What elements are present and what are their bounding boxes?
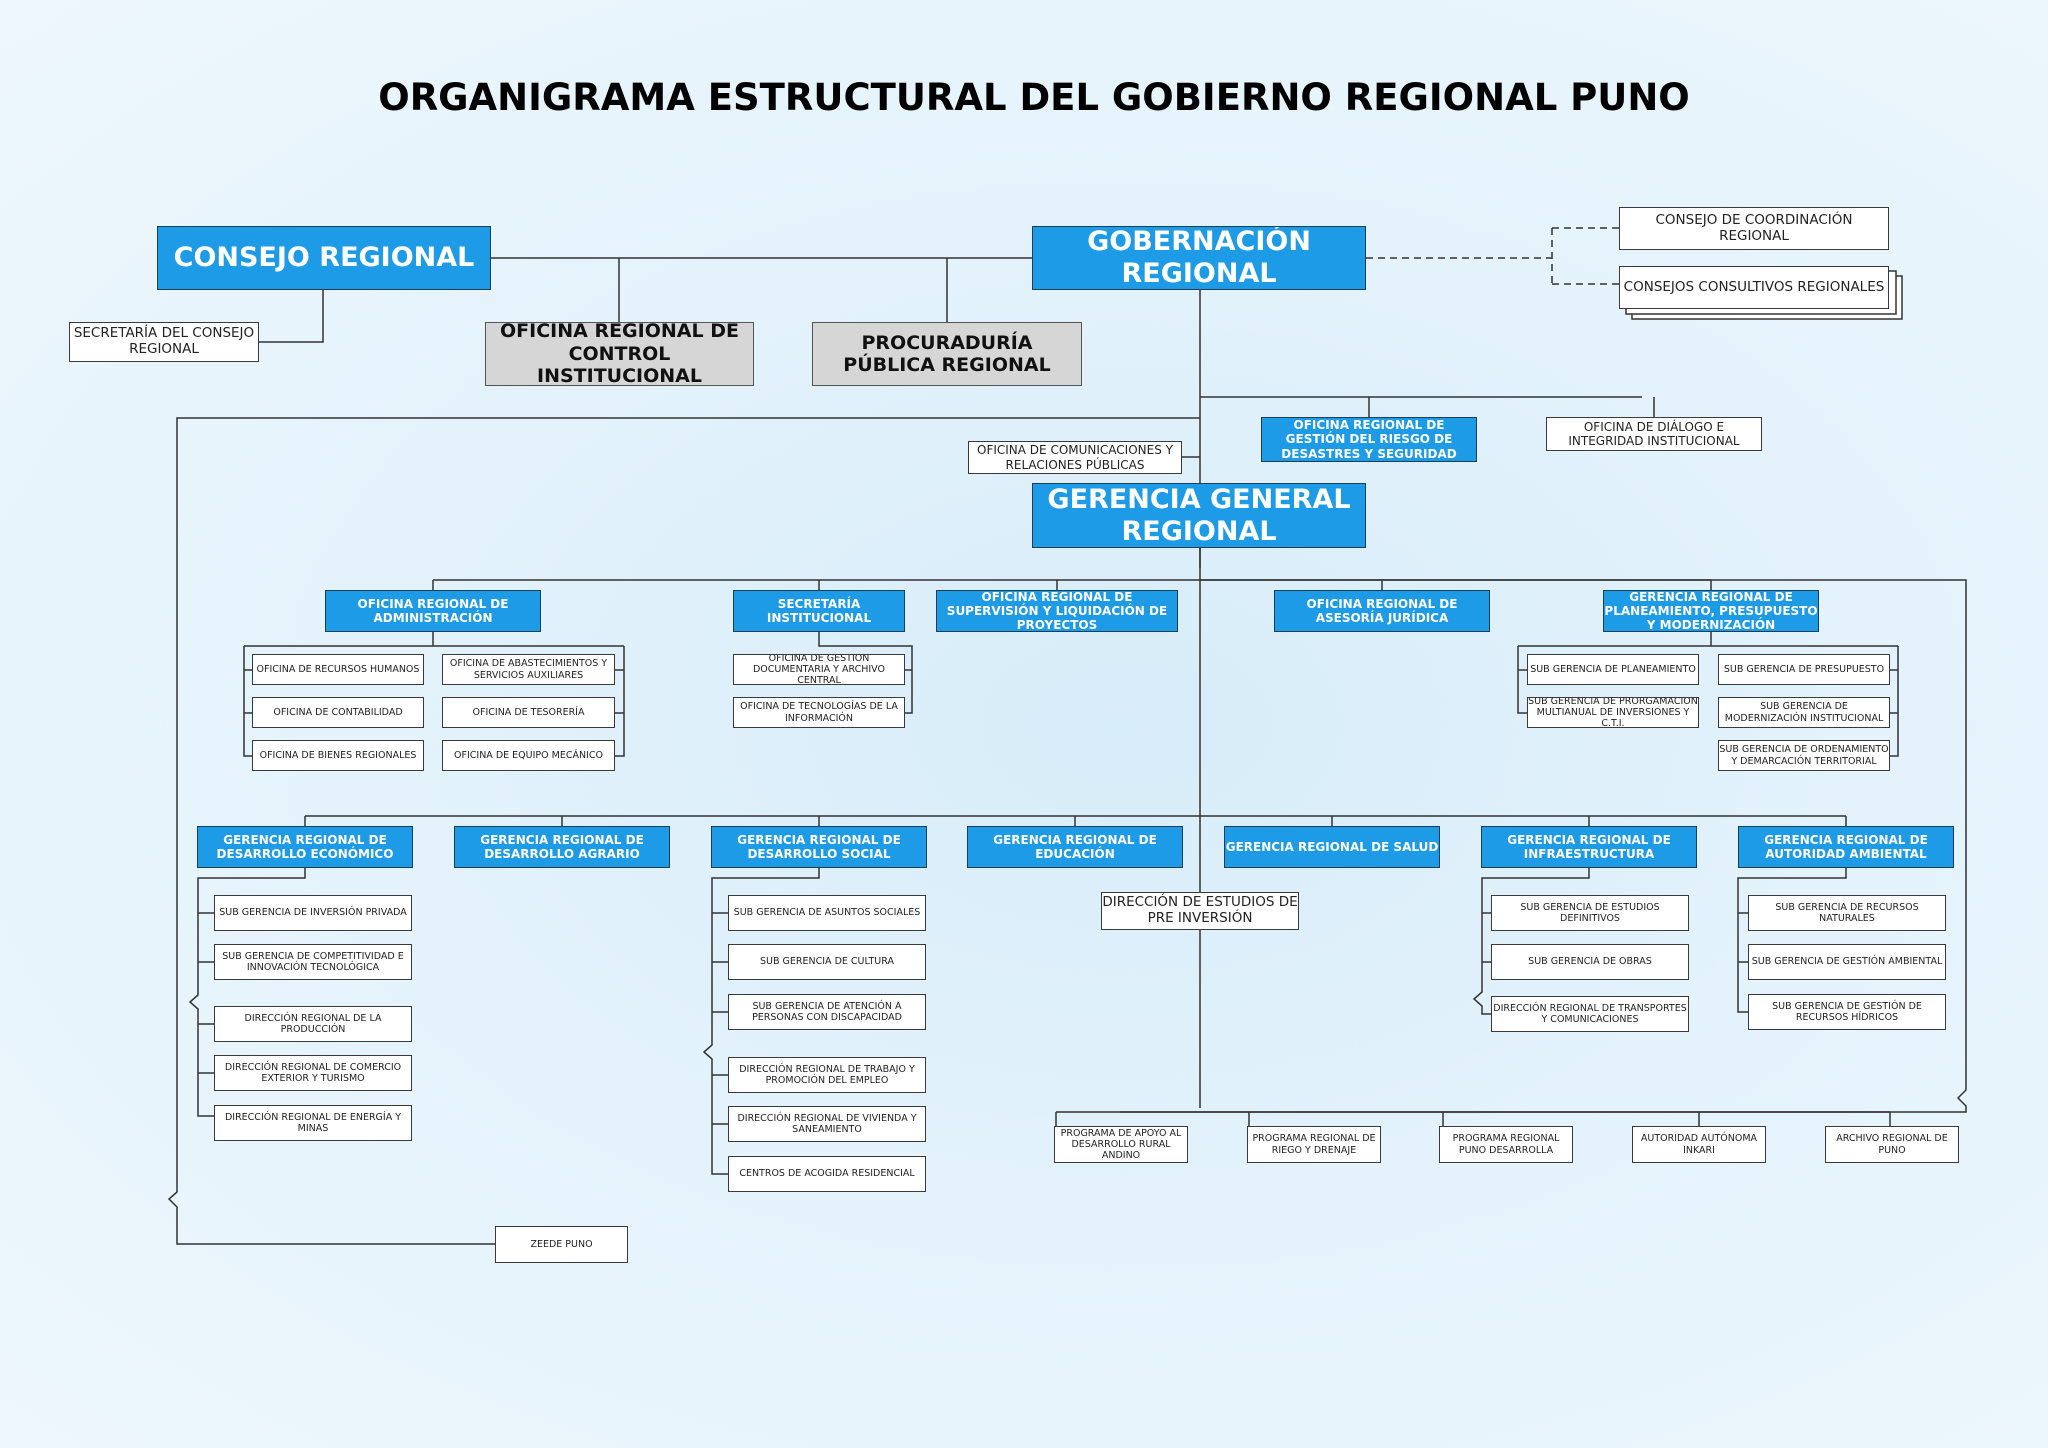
discapacidad-box: SUB GERENCIA DE ATENCIÓN A PERSONAS CON … <box>728 994 926 1030</box>
gestion-ambiental-box: SUB GERENCIA DE GESTIÓN AMBIENTAL <box>1748 944 1946 980</box>
programa-puno-desarrolla-box: PROGRAMA REGIONAL PUNO DESARROLLA <box>1439 1126 1573 1163</box>
planeamiento-box: GERENCIA REGIONAL DE PLANEAMIENTO, PRESU… <box>1603 590 1819 632</box>
tecnologias-informacion-box: OFICINA DE TECNOLOGÍAS DE LA INFORMACIÓN <box>733 697 905 728</box>
archivo-regional-box: ARCHIVO REGIONAL DE PUNO <box>1825 1126 1959 1163</box>
recursos-hidricos-box: SUB GERENCIA DE GESTIÓN DE RECURSOS HÍDR… <box>1748 994 1946 1030</box>
energia-minas-box: DIRECCIÓN REGIONAL DE ENERGÍA Y MINAS <box>214 1105 412 1141</box>
administracion-box: OFICINA REGIONAL DE ADMINISTRACIÓN <box>325 590 541 632</box>
gobernacion-regional-box: GOBERNACIÓN REGIONAL <box>1032 226 1366 290</box>
gerencia-desarrollo-economico: GERENCIA REGIONAL DE DESARROLLO ECONÓMIC… <box>197 826 413 868</box>
secretaria-institucional-box: SECRETARÍA INSTITUCIONAL <box>733 590 905 632</box>
contabilidad-box: OFICINA DE CONTABILIDAD <box>252 697 424 728</box>
transportes-box: DIRECCIÓN REGIONAL DE TRANSPORTES Y COMU… <box>1491 996 1689 1032</box>
bienes-regionales-box: OFICINA DE BIENES REGIONALES <box>252 740 424 771</box>
page-title: ORGANIGRAMA ESTRUCTURAL DEL GOBIERNO REG… <box>378 76 1690 119</box>
cultura-box: SUB GERENCIA DE CULTURA <box>728 944 926 980</box>
asuntos-sociales-box: SUB GERENCIA DE ASUNTOS SOCIALES <box>728 895 926 931</box>
asesoria-juridica-box: OFICINA REGIONAL DE ASESORÍA JURÍDICA <box>1274 590 1490 632</box>
comercio-exterior-box: DIRECCIÓN REGIONAL DE COMERCIO EXTERIOR … <box>214 1055 412 1091</box>
consejos-consultivos-box: CONSEJOS CONSULTIVOS REGIONALES <box>1619 266 1889 309</box>
recursos-humanos-box: OFICINA DE RECURSOS HUMANOS <box>252 654 424 685</box>
trabajo-empleo-box: DIRECCIÓN REGIONAL DE TRABAJO Y PROMOCIÓ… <box>728 1057 926 1093</box>
zeede-puno-box: ZEEDE PUNO <box>495 1226 628 1263</box>
preinversion-box: DIRECCIÓN DE ESTUDIOS DE PRE INVERSIÓN <box>1101 892 1299 930</box>
consejo-regional-box: CONSEJO REGIONAL <box>157 226 491 290</box>
autoridad-inkari-box: AUTORIDAD AUTÓNOMA INKARI <box>1632 1126 1766 1163</box>
supervision-box: OFICINA REGIONAL DE SUPERVISIÓN Y LIQUID… <box>936 590 1178 632</box>
comunicaciones-box: OFICINA DE COMUNICACIONES Y RELACIONES P… <box>968 441 1182 474</box>
tesoreria-box: OFICINA DE TESORERÍA <box>442 697 615 728</box>
riesgo-desastres-box: OFICINA REGIONAL DE GESTIÓN DEL RIESGO D… <box>1261 417 1477 462</box>
equipo-mecanico-box: OFICINA DE EQUIPO MECÁNICO <box>442 740 615 771</box>
gerencia-infraestructura: GERENCIA REGIONAL DE INFRAESTRUCTURA <box>1481 826 1697 868</box>
competitividad-box: SUB GERENCIA DE COMPETITIVIDAD E INNOVAC… <box>214 944 412 980</box>
sub-programacion-box: SUB GERENCIA DE PRORGAMACIÓN MULTIANUAL … <box>1527 697 1699 728</box>
abastecimientos-box: OFICINA DE ABASTECIMIENTOS Y SERVICIOS A… <box>442 654 615 685</box>
gestion-documentaria-box: OFICINA DE GESTIÓN DOCUMENTARIA Y ARCHIV… <box>733 654 905 685</box>
procuraduria-box: PROCURADURÍA PÚBLICA REGIONAL <box>812 322 1082 386</box>
consejo-coordinacion-box: CONSEJO DE COORDINACIÓN REGIONAL <box>1619 207 1889 250</box>
gerencia-general-box: GERENCIA GENERAL REGIONAL <box>1032 483 1366 548</box>
sub-presupuesto-box: SUB GERENCIA DE PRESUPUESTO <box>1718 654 1890 685</box>
gerencia-desarrollo-agrario: GERENCIA REGIONAL DE DESARROLLO AGRARIO <box>454 826 670 868</box>
obras-box: SUB GERENCIA DE OBRAS <box>1491 944 1689 980</box>
produccion-box: DIRECCIÓN REGIONAL DE LA PRODUCCIÓN <box>214 1006 412 1042</box>
vivienda-saneamiento-box: DIRECCIÓN REGIONAL DE VIVIENDA Y SANEAMI… <box>728 1106 926 1142</box>
gerencia-educacion: GERENCIA REGIONAL DE EDUCACIÓN <box>967 826 1183 868</box>
centros-acogida-box: CENTROS DE ACOGIDA RESIDENCIAL <box>728 1156 926 1192</box>
control-institucional-box: OFICINA REGIONAL DE CONTROL INSTITUCIONA… <box>485 322 754 386</box>
sub-ordenamiento-box: SUB GERENCIA DE ORDENAMIENTO Y DEMARCACI… <box>1718 740 1890 771</box>
recursos-naturales-box: SUB GERENCIA DE RECURSOS NATURALES <box>1748 895 1946 931</box>
gerencia-autoridad-ambiental: GERENCIA REGIONAL DE AUTORIDAD AMBIENTAL <box>1738 826 1954 868</box>
secretaria-consejo-box: SECRETARÍA DEL CONSEJO REGIONAL <box>69 322 259 362</box>
programa-desarrollo-rural-box: PROGRAMA DE APOYO AL DESARROLLO RURAL AN… <box>1054 1126 1188 1163</box>
gerencia-desarrollo-social: GERENCIA REGIONAL DE DESARROLLO SOCIAL <box>711 826 927 868</box>
estudios-definitivos-box: SUB GERENCIA DE ESTUDIOS DEFINITIVOS <box>1491 895 1689 931</box>
sub-planeamiento-box: SUB GERENCIA DE PLANEAMIENTO <box>1527 654 1699 685</box>
programa-riego-box: PROGRAMA REGIONAL DE RIEGO Y DRENAJE <box>1247 1126 1381 1163</box>
dialogo-integridad-box: OFICINA DE DIÁLOGO E INTEGRIDAD INSTITUC… <box>1546 417 1762 451</box>
inversion-privada-box: SUB GERENCIA DE INVERSIÓN PRIVADA <box>214 895 412 931</box>
gerencia-salud: GERENCIA REGIONAL DE SALUD <box>1224 826 1440 868</box>
sub-modernizacion-box: SUB GERENCIA DE MODERNIZACIÓN INSTITUCIO… <box>1718 697 1890 728</box>
